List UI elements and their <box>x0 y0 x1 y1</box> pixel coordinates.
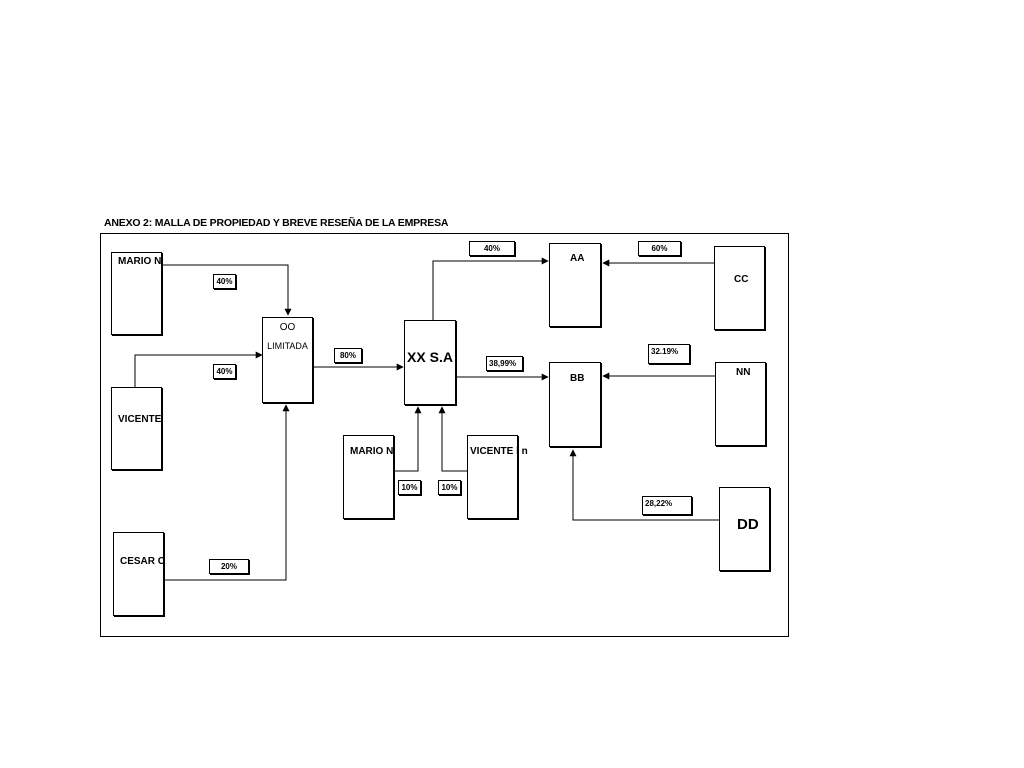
edge-mario2-xx <box>394 406 422 472</box>
entity-vicente-ln: VICENTE l n <box>467 435 528 519</box>
edge-mario-oo <box>162 264 292 316</box>
entity-mario-n: MARIO N <box>111 252 162 335</box>
entity-nn: NN <box>715 362 766 446</box>
edge-vicente-oo <box>134 351 263 387</box>
edge-dd-bb <box>569 449 719 521</box>
diagram-frame <box>100 233 789 637</box>
pct-oo-xx: 80% <box>334 348 362 363</box>
entity-vicente: VICENTE <box>111 387 162 470</box>
edge-xx-aa <box>432 257 549 320</box>
pct-cesar-oo: 20% <box>209 559 249 574</box>
entity-mario-n-2: MARIO N <box>343 435 394 519</box>
pct-mario2-xx: 10% <box>398 480 421 495</box>
pct-nn-bb: 32.19% <box>648 344 690 364</box>
edge-vicenteln-xx <box>438 406 467 472</box>
entity-oo-limitada: OO LIMITADA <box>262 317 313 403</box>
pct-xx-bb: 38,99% <box>486 356 523 371</box>
entity-cesar-c: CESAR C <box>113 532 165 616</box>
entity-xx-sa: XX S.A <box>404 320 456 405</box>
pct-vicente-oo: 40% <box>213 364 236 379</box>
entity-aa: AA <box>549 243 601 327</box>
entity-bb: BB <box>549 362 601 447</box>
entity-cc: CC <box>714 246 765 330</box>
edge-cesar-oo <box>164 404 290 581</box>
diagram-title: ANEXO 2: MALLA DE PROPIEDAD Y BREVE RESE… <box>104 217 449 229</box>
pct-vicenteln-xx: 10% <box>438 480 461 495</box>
pct-cc-aa: 60% <box>638 241 681 256</box>
pct-mario-oo: 40% <box>213 274 236 289</box>
pct-dd-bb: 28,22% <box>642 496 692 515</box>
entity-dd: DD <box>719 487 770 571</box>
pct-xx-aa: 40% <box>469 241 515 256</box>
